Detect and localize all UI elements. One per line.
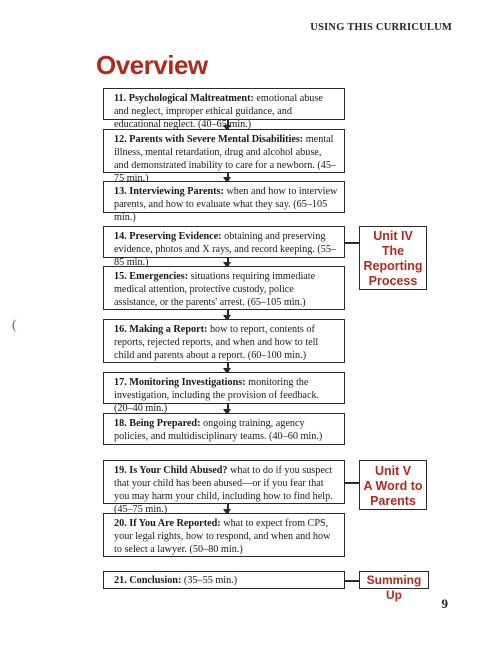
item-number: 16. — [114, 324, 127, 335]
item-text: what to expect from CPS, your legal righ… — [114, 518, 331, 555]
item-17: 17. Monitoring Investigations: monitorin… — [103, 372, 345, 414]
item-13: 13. Interviewing Parents: when and how t… — [103, 181, 345, 223]
item-18: 18. Being Prepared: ongoing training, ag… — [103, 413, 345, 445]
unit-line: The — [381, 244, 405, 258]
unit-line: A Word to — [363, 479, 423, 493]
item-heading: Interviewing Parents: — [129, 186, 224, 197]
unit-line: Unit V — [374, 464, 412, 478]
item-number: 11. — [114, 93, 127, 104]
item-21: 21. Conclusion: (35–55 min.) — [103, 571, 345, 589]
item-20: 20. If You Are Reported: what to expect … — [103, 513, 345, 557]
item-number: 20. — [114, 518, 127, 529]
unit-line: Reporting — [363, 259, 423, 273]
item-text: mental illness, mental retardation, drug… — [114, 134, 337, 184]
item-heading: Conclusion: — [129, 575, 182, 586]
unit-iv-box: Unit IV The Reporting Process — [359, 226, 427, 290]
flow-arrow — [224, 258, 230, 268]
item-text: how to report, contents of reports, reje… — [114, 324, 319, 361]
unit-line: Unit IV — [373, 229, 413, 243]
item-number: 18. — [114, 418, 127, 429]
item-number: 13. — [114, 186, 127, 197]
item-heading: Making a Report: — [129, 324, 208, 335]
flow-arrow — [224, 504, 230, 515]
unit-line: Parents — [370, 494, 416, 508]
item-16: 16. Making a Report: how to report, cont… — [103, 319, 345, 363]
stray-mark: ( — [12, 318, 17, 333]
item-number: 21. — [114, 575, 127, 586]
item-number: 12. — [114, 134, 127, 145]
page-title: Overview — [96, 50, 208, 80]
flow-arrow — [224, 120, 230, 131]
running-header: USING THIS CURRICULUM — [310, 22, 452, 33]
item-text: when and how to interview parents, and h… — [114, 186, 338, 223]
item-heading: Emergencies: — [129, 271, 189, 282]
item-heading: Preserving Evidence: — [129, 231, 222, 242]
item-11: 11. Psychological Maltreatment: emotiona… — [103, 88, 345, 130]
item-heading: Parents with Severe Mental Disabilities: — [129, 134, 304, 145]
flow-arrow — [224, 363, 230, 374]
item-15: 15. Emergencies: situations requiring im… — [103, 266, 345, 310]
item-number: 17. — [114, 377, 127, 388]
item-19: 19. Is Your Child Abused? what to do if … — [103, 460, 345, 515]
flow-arrow — [224, 404, 230, 415]
unit-v-box: Unit V A Word to Parents — [359, 460, 427, 510]
item-text: what to do if you suspect that your chil… — [114, 465, 333, 515]
item-heading: Monitoring Investigations: — [129, 377, 246, 388]
item-text: obtaining and preserving evidence, photo… — [114, 231, 337, 268]
page-number: 9 — [441, 596, 449, 611]
item-heading: Is Your Child Abused? — [129, 465, 228, 476]
item-14: 14. Preserving Evidence: obtaining and p… — [103, 226, 345, 268]
item-text: ongoing training, agency policies, and m… — [114, 418, 323, 442]
item-heading: Psychological Maltreatment: — [128, 93, 254, 104]
flow-arrow — [224, 310, 230, 321]
item-heading: Being Prepared: — [129, 418, 201, 429]
unit-connector — [345, 482, 359, 484]
flow-arrow — [224, 173, 230, 183]
item-12: 12. Parents with Severe Mental Disabilit… — [103, 129, 345, 184]
item-number: 19. — [114, 465, 127, 476]
item-text: emotional abuse and neglect, improper et… — [114, 93, 323, 130]
unit-connector — [345, 242, 359, 244]
item-number: 15. — [114, 271, 127, 282]
unit-line: Process — [368, 274, 418, 288]
item-text: (35–55 min.) — [181, 575, 238, 586]
item-text: monitoring the investigation, including … — [114, 377, 320, 414]
item-text: situations requiring immediate medical a… — [114, 271, 316, 308]
unit-line: Summing Up — [366, 573, 422, 602]
item-number: 14. — [114, 231, 127, 242]
item-heading: If You Are Reported: — [129, 518, 221, 529]
summing-up-box: Summing Up — [359, 571, 429, 602]
unit-connector — [345, 580, 359, 582]
